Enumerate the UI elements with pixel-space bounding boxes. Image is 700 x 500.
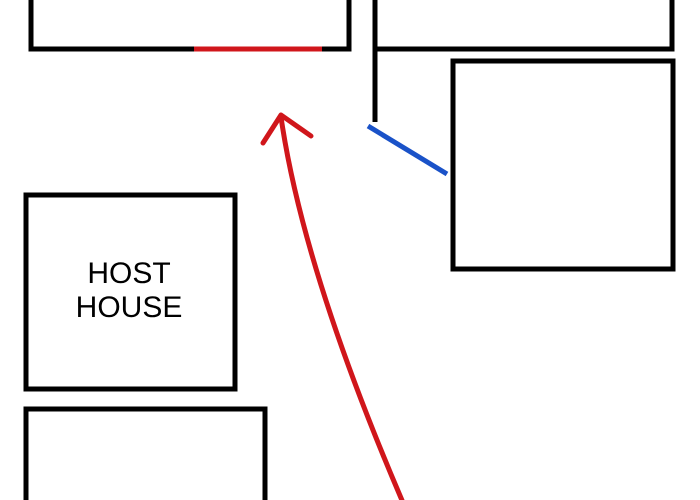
building-top-right bbox=[372, 0, 675, 52]
red-route-arrow bbox=[278, 114, 405, 500]
host-house-label-line2: HOUSE bbox=[76, 291, 183, 324]
host-house-label-line1: HOST bbox=[87, 257, 170, 290]
building-right bbox=[450, 58, 676, 272]
building-top-left bbox=[28, 0, 352, 52]
building-bottom-left bbox=[23, 406, 268, 500]
red-arrowhead bbox=[260, 112, 314, 146]
blue-gate-line bbox=[366, 123, 449, 177]
host-house-building bbox=[23, 192, 238, 392]
